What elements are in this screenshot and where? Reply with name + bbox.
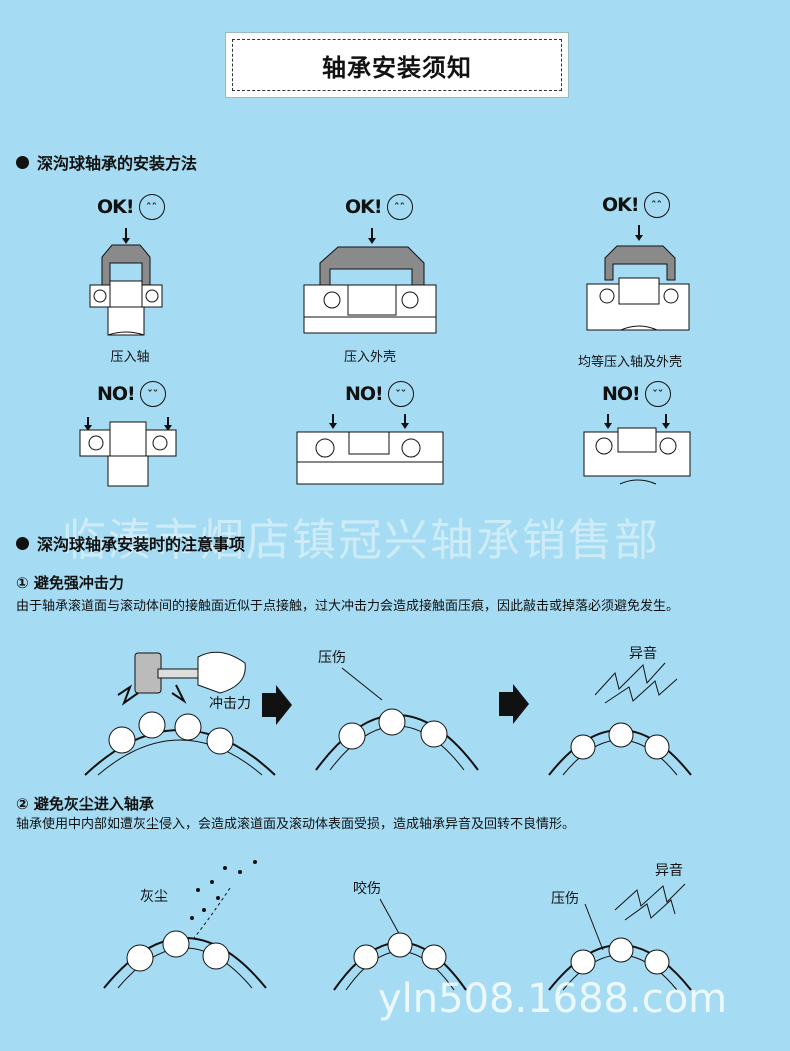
page-title: 轴承安装须知 xyxy=(232,39,562,91)
hammer-impact-illustration xyxy=(84,651,276,776)
ok-label: OK! xyxy=(602,194,640,216)
caption-press-housing: 压入外壳 xyxy=(343,350,396,365)
note-bite: 咬伤 xyxy=(353,881,381,897)
section2-heading-text: 深沟球轴承安装时的注意事项 xyxy=(37,535,246,554)
note-dent-2: 压伤 xyxy=(551,891,579,907)
smile-face-icon: ˆˆ xyxy=(386,194,413,220)
item2-desc: 轴承使用中内部如遭灰尘侵入，会造成滚道面及滚动体表面受损，造成轴承异音及回转不良… xyxy=(16,817,576,832)
item1-desc: 由于轴承滚道面与滚动体间的接触面近似于点接触，过大冲击力会造成接触面压痕，因此敲… xyxy=(16,599,680,614)
no-label: NO! xyxy=(97,383,136,405)
note-impact: 冲击力 xyxy=(209,696,251,712)
ok-diagram-press-housing xyxy=(303,228,437,334)
title-box: 轴承安装须知 xyxy=(225,32,569,98)
bullet-icon xyxy=(16,155,29,169)
no-diagram-2 xyxy=(296,414,444,485)
ok-label: OK! xyxy=(97,196,135,218)
frown-face-icon: ˇˇ xyxy=(139,381,166,407)
section2-heading: 深沟球轴承安装时的注意事项 xyxy=(16,531,245,555)
caption-press-both: 均等压入轴及外壳 xyxy=(577,355,682,370)
ok-badge-3: OK!ˆˆ xyxy=(602,192,670,218)
no-badge-3: NO!ˇˇ xyxy=(602,381,671,407)
dust-damage-illustration xyxy=(548,883,692,991)
dust-illustration xyxy=(103,860,267,989)
note-dust: 灰尘 xyxy=(140,889,168,905)
caption-press-shaft: 压入轴 xyxy=(110,350,150,365)
smile-face-icon: ˆˆ xyxy=(643,192,670,218)
noise-illustration xyxy=(548,662,692,776)
note-noise-2: 异音 xyxy=(655,863,683,879)
bullet-icon xyxy=(16,536,29,550)
item2-title: ② 避免灰尘进入轴承 xyxy=(16,795,154,813)
watermark-text: 临湊市烟店镇冠兴轴承销售部 xyxy=(62,515,660,566)
no-diagram-3 xyxy=(583,414,691,485)
section1-heading: 深沟球轴承的安装方法 xyxy=(16,150,197,174)
no-label: NO! xyxy=(602,383,641,405)
bite-illustration xyxy=(333,898,467,991)
item1-title: ① 避免强冲击力 xyxy=(16,574,124,592)
no-badge-1: NO!ˇˇ xyxy=(97,381,166,407)
no-label: NO! xyxy=(345,383,384,405)
ok-badge-1: OK!ˆˆ xyxy=(97,194,165,220)
frown-face-icon: ˇˇ xyxy=(644,381,671,407)
ok-diagram-press-both xyxy=(586,225,690,331)
dent-illustration xyxy=(315,667,479,771)
arrow-right-icon xyxy=(262,685,292,725)
ok-badge-2: OK!ˆˆ xyxy=(345,194,413,220)
section1-heading-text: 深沟球轴承的安装方法 xyxy=(37,154,198,173)
watermark-url: yln508.1688.com xyxy=(378,976,728,1022)
no-badge-2: NO!ˇˇ xyxy=(345,381,414,407)
ok-label: OK! xyxy=(345,196,383,218)
smile-face-icon: ˆˆ xyxy=(138,194,165,220)
note-noise-1: 异音 xyxy=(629,646,657,662)
no-diagram-1 xyxy=(79,417,177,487)
frown-face-icon: ˇˇ xyxy=(387,381,414,407)
ok-diagram-press-shaft xyxy=(89,228,163,336)
arrow-right-icon xyxy=(499,684,529,724)
note-dent-1: 压伤 xyxy=(318,650,346,666)
